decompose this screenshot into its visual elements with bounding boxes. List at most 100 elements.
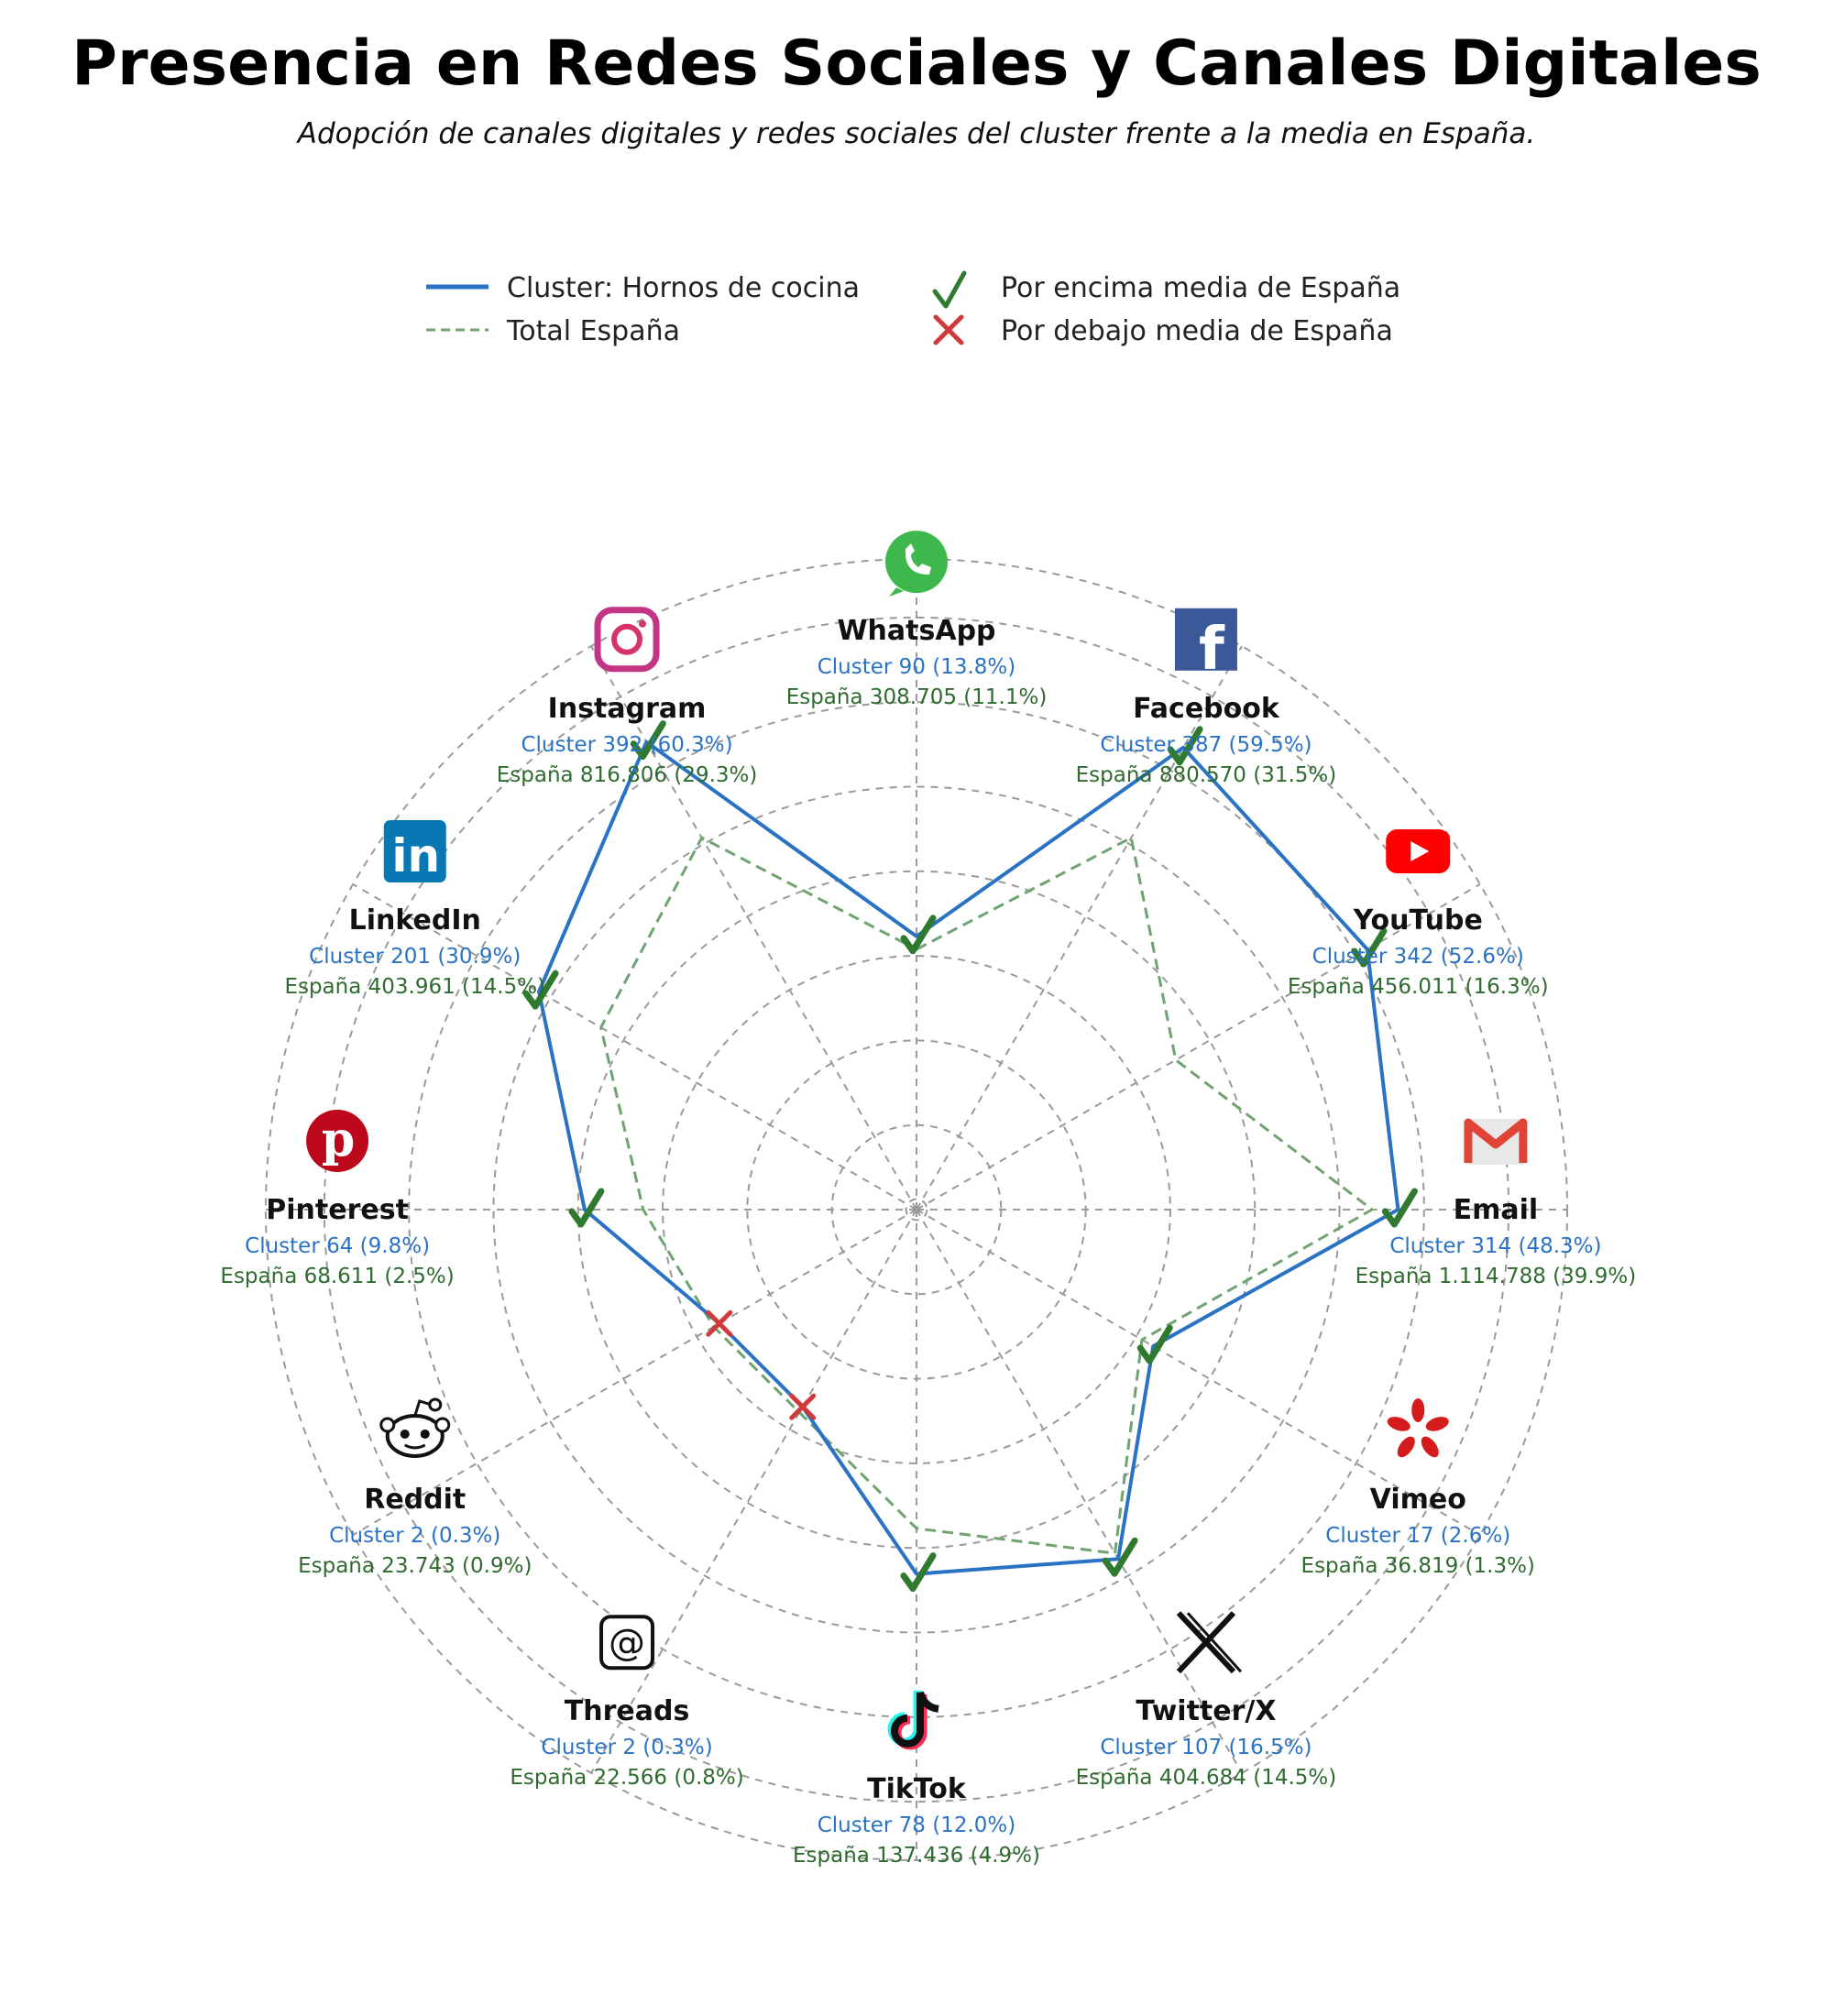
youtube-icon xyxy=(1386,829,1451,874)
above-check-marker xyxy=(568,1188,605,1228)
channel-cluster-value: Cluster 2 (0.3%) xyxy=(329,1524,500,1548)
reddit-icon xyxy=(379,1397,451,1458)
channel-cluster-value: Cluster 17 (2.6%) xyxy=(1325,1524,1510,1548)
above-check-marker xyxy=(522,970,559,1010)
channel-name: Email xyxy=(1454,1194,1539,1226)
channel-cluster-value: Cluster 107 (16.5%) xyxy=(1100,1736,1312,1759)
legend-spain-label: Total España xyxy=(506,315,680,347)
channel-name: LinkedIn xyxy=(349,904,481,937)
channel-cluster-value: Cluster 392 (60.3%) xyxy=(521,733,732,757)
grid-spoke xyxy=(916,645,1243,1211)
legend-below-label: Por debajo media de España xyxy=(1001,315,1393,347)
instagram-icon xyxy=(594,607,660,673)
above-check-marker xyxy=(1136,1324,1173,1364)
grid-spoke xyxy=(590,645,917,1211)
pinterest-icon: p xyxy=(306,1110,369,1172)
channel-cluster-value: Cluster 78 (12.0%) xyxy=(818,1813,1016,1837)
above-check-marker xyxy=(1381,1188,1418,1228)
channel-spain-value: España 68.611 (2.5%) xyxy=(220,1265,454,1288)
channel-spain-value: España 36.819 (1.3%) xyxy=(1301,1554,1535,1578)
grid-spoke xyxy=(590,1209,917,1774)
grid-ring xyxy=(408,701,1425,1718)
channel-spain-value: España 880.570 (31.5%) xyxy=(1076,763,1337,787)
channel-cluster-value: Cluster 201 (30.9%) xyxy=(309,945,521,969)
legend-above-label: Por encima media de España xyxy=(1001,272,1400,304)
channel-spain-value: España 403.961 (14.5%) xyxy=(284,975,545,999)
channel-name: Reddit xyxy=(364,1484,466,1516)
legend: Cluster: Hornos de cocina Total España P… xyxy=(426,270,1400,347)
grid-ring xyxy=(576,870,1257,1550)
facebook-icon: f xyxy=(1174,608,1237,684)
chart-title: Presencia en Redes Sociales y Canales Di… xyxy=(71,27,1762,100)
grid-spoke xyxy=(352,883,917,1211)
grid-spoke xyxy=(916,883,1481,1211)
above-check-marker xyxy=(900,1552,937,1593)
channel-name: Threads xyxy=(565,1695,690,1727)
channel-spain-value: España 137.436 (4.9%) xyxy=(793,1844,1040,1868)
channel-spain-value: España 404.684 (14.5%) xyxy=(1076,1766,1337,1790)
whatsapp-icon xyxy=(885,531,948,597)
channel-spain-value: España 456.011 (16.3%) xyxy=(1288,975,1549,999)
grid-ring xyxy=(905,1198,928,1222)
channel-spain-value: España 308.705 (11.1%) xyxy=(786,685,1048,709)
channel-name: TikTok xyxy=(867,1773,967,1805)
channel-spain-value: España 816.806 (29.3%) xyxy=(497,763,758,787)
svg-text:f: f xyxy=(1199,616,1225,684)
channel-spain-value: España 1.114.788 (39.9%) xyxy=(1356,1265,1637,1288)
legend-cluster-label: Cluster: Hornos de cocina xyxy=(507,272,860,304)
chart-subtitle: Adopción de canales digitales y redes so… xyxy=(297,117,1536,150)
vimeo-icon xyxy=(1387,1397,1449,1458)
email-icon xyxy=(1464,1118,1528,1165)
channel-name: WhatsApp xyxy=(837,615,995,647)
channel-spain-value: España 22.566 (0.8%) xyxy=(510,1766,743,1790)
above-check-marker xyxy=(1167,726,1203,766)
channel-cluster-value: Cluster 2 (0.3%) xyxy=(541,1736,712,1759)
channel-cluster-value: Cluster 342 (52.6%) xyxy=(1312,945,1524,969)
series-spain-line xyxy=(599,835,1375,1555)
above-check-marker xyxy=(1102,1537,1138,1577)
channel-spain-value: España 23.743 (0.9%) xyxy=(298,1554,532,1578)
channel-cluster-value: Cluster 314 (48.3%) xyxy=(1389,1234,1601,1258)
grid-spoke xyxy=(916,1209,1481,1536)
svg-text:p: p xyxy=(322,1112,355,1167)
radar-series xyxy=(537,740,1400,1576)
grid-spoke xyxy=(352,1209,917,1536)
tiktok-icon xyxy=(887,1690,939,1750)
threads-icon: @ xyxy=(599,1615,655,1671)
channel-cluster-value: Cluster 387 (59.5%) xyxy=(1100,733,1312,757)
x-icon xyxy=(1176,1611,1243,1674)
svg-text:@: @ xyxy=(609,1622,645,1664)
grid-ring xyxy=(492,785,1341,1634)
channel-name: YouTube xyxy=(1353,904,1483,937)
channel-name: Vimeo xyxy=(1370,1484,1466,1516)
above-check-marker xyxy=(1351,927,1388,968)
channel-cluster-value: Cluster 64 (9.8%) xyxy=(245,1234,430,1258)
below-cross-marker xyxy=(706,1309,733,1337)
series-cluster-line xyxy=(537,740,1400,1576)
grid-spoke xyxy=(916,1209,1243,1774)
legend-check-icon xyxy=(932,270,967,309)
radar-grid xyxy=(265,558,1568,1861)
radar-markers xyxy=(522,720,1418,1593)
channel-name: Twitter/X xyxy=(1136,1695,1276,1727)
above-check-marker xyxy=(630,720,666,761)
channel-name: Instagram xyxy=(548,693,707,725)
svg-text:in: in xyxy=(391,829,440,882)
legend-cross-icon xyxy=(933,314,964,345)
channel-name: Facebook xyxy=(1133,693,1280,725)
linkedin-icon: in xyxy=(383,820,446,883)
below-cross-marker xyxy=(789,1393,817,1420)
